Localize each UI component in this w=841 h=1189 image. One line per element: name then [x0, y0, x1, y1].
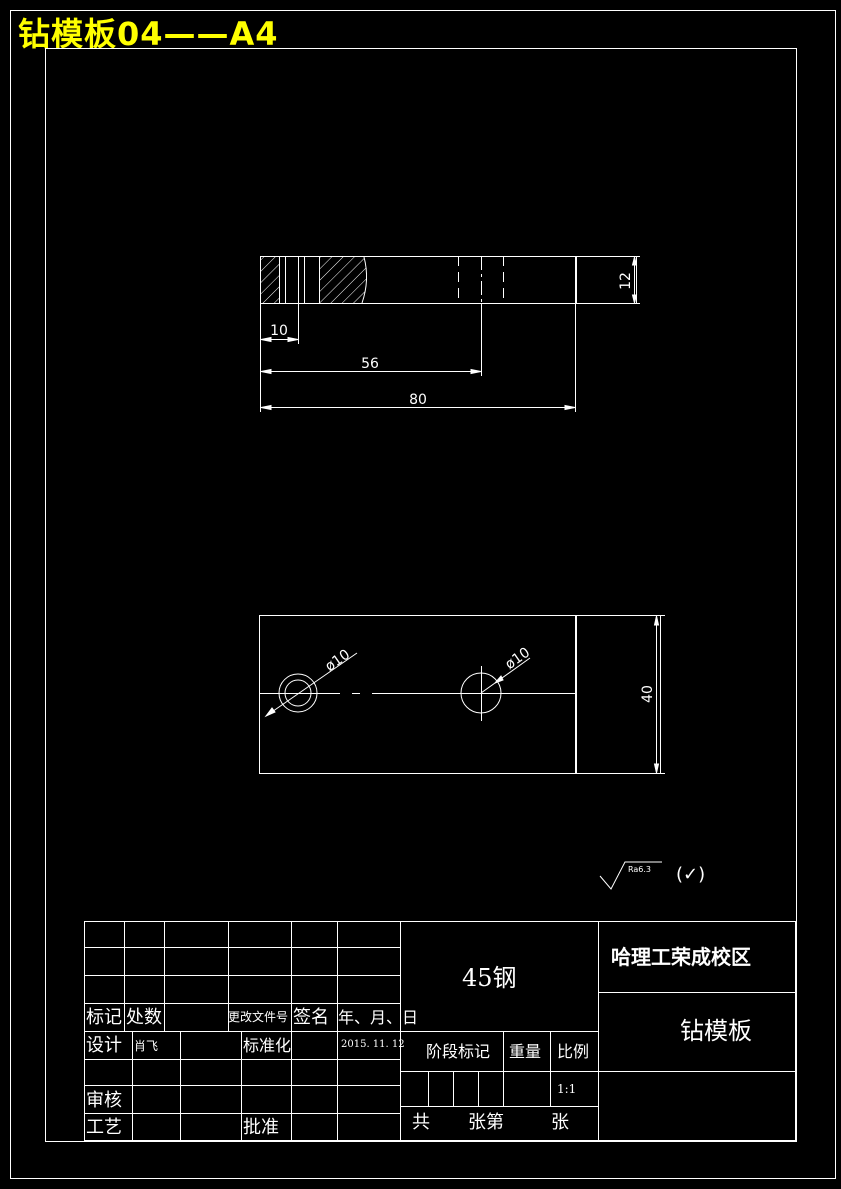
- material-label: 45钢: [462, 964, 517, 992]
- stage-mark-label: 阶段标记: [426, 1042, 491, 1061]
- sheets-unit-1-label: 张第: [468, 1112, 504, 1133]
- col-date: 年、月、日: [338, 1008, 419, 1027]
- col-mark: 标记: [86, 1007, 122, 1028]
- top-view: [259, 615, 665, 774]
- weight-label: 重量: [509, 1042, 542, 1061]
- sheet-title: 钻模板04——A4: [18, 15, 279, 53]
- front-view: [260, 256, 640, 412]
- sheets-unit-2-label: 张: [551, 1112, 569, 1133]
- dim-80-label: 80: [409, 392, 427, 408]
- col-change-doc: 更改文件号: [228, 1010, 289, 1024]
- standardize-label: 标准化: [243, 1036, 292, 1055]
- title-block-lines: [84, 921, 796, 1141]
- dim-hole-2-label: ø10: [502, 645, 533, 673]
- process-label: 工艺: [86, 1117, 122, 1138]
- dim-thickness-label: 12: [618, 272, 634, 290]
- scale-label: 比例: [557, 1042, 590, 1061]
- dim-10-label: 10: [270, 323, 288, 339]
- col-signature: 签名: [293, 1007, 329, 1028]
- dim-width-label: 40: [640, 685, 656, 703]
- scale-value: 1:1: [557, 1082, 577, 1096]
- approve-label: 批准: [243, 1117, 279, 1138]
- roughness-symbol: [599, 861, 662, 890]
- sheets-total-label: 共: [412, 1112, 430, 1133]
- roughness-label: Ra6.3: [628, 865, 651, 874]
- date-value: 2015. 11. 12: [341, 1039, 405, 1050]
- review-label: 审核: [86, 1090, 122, 1111]
- school-name: 哈理工荣成校区: [611, 945, 751, 969]
- col-count: 处数: [126, 1007, 162, 1028]
- dim-56-label: 56: [361, 356, 379, 372]
- roughness-other-label: (✓): [676, 864, 705, 885]
- inner-frame: [45, 48, 797, 1142]
- designer-label: 设计: [86, 1035, 122, 1056]
- designer-name: 肖飞: [134, 1039, 159, 1053]
- dim-hole-1-label: ø10: [322, 647, 353, 675]
- outer-frame: [10, 10, 836, 1179]
- part-name: 钻模板: [680, 1017, 752, 1045]
